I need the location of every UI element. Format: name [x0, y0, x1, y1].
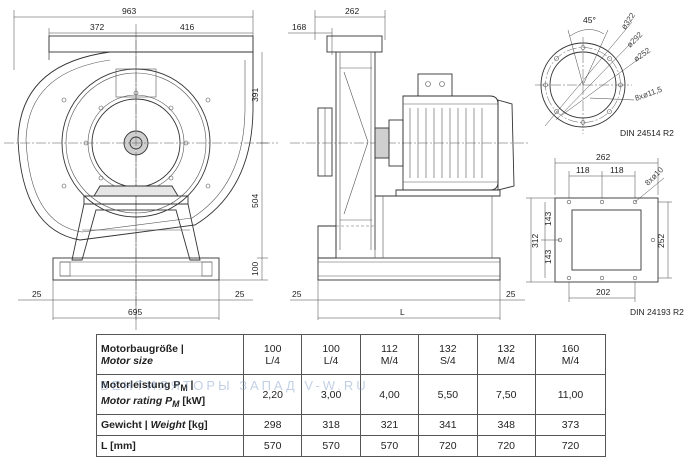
outlet-flange-detail: 262 118 118 8xø10 312 143 143 252: [526, 152, 684, 317]
table-cell: 4,00: [359, 374, 420, 415]
dim-side-left-offset: 25: [292, 289, 302, 299]
dim-inner-height: 252: [656, 234, 666, 248]
table-cell: 348: [476, 414, 536, 436]
dim-upper-height: 391: [250, 88, 260, 102]
dim-inner-width: 202: [596, 287, 610, 297]
table-row-weight: Gewicht | Weight [kg] 298 318 321 341 34…: [96, 414, 607, 436]
dim-angle: 45°: [583, 15, 596, 25]
row-header: L [mm]: [96, 435, 244, 457]
dim-side-right-offset: 25: [506, 289, 516, 299]
inlet-flange-detail: 45° ø322 ø292 ø252 8xø11,5 DIN 24514 R2: [535, 11, 674, 138]
dim-half-right: 118: [610, 165, 624, 175]
dim-overall-width: 963: [122, 6, 136, 16]
front-view: 963 372 416: [4, 6, 278, 330]
dim-outlet-width: 262: [345, 6, 359, 16]
dim-left: 372: [90, 22, 104, 32]
din-standard-round: DIN 24514 R2: [620, 128, 674, 138]
table-cell: 570: [359, 435, 420, 457]
table-cell: 720: [476, 435, 536, 457]
table-cell: 321: [359, 414, 420, 436]
dim-half-left: 118: [576, 165, 590, 175]
dim-right-offset: 25: [235, 289, 245, 299]
table-cell: 373: [534, 414, 607, 436]
row-header: Motorbaugröße | Motor size: [96, 334, 244, 375]
dim-left-offset: 25: [32, 289, 42, 299]
dim-lower-height: 504: [250, 194, 260, 208]
table-cell: 7,50: [476, 374, 536, 415]
dim-base-height: 100: [250, 262, 260, 276]
dim-right: 416: [180, 22, 194, 32]
technical-drawing: 963 372 416: [4, 6, 684, 330]
table-cell: 720: [534, 435, 607, 457]
table-cell: 341: [418, 414, 478, 436]
dim-outlet-height: 312: [530, 234, 540, 248]
dim-flange-depth: 168: [292, 22, 306, 32]
table-cell: 11,00: [534, 374, 607, 415]
table-cell: 570: [242, 435, 303, 457]
dim-d3: ø252: [632, 45, 653, 63]
din-standard-square: DIN 24193 R2: [630, 307, 684, 317]
table-cell: 5,50: [418, 374, 478, 415]
side-view: 168 262: [288, 6, 530, 320]
table-cell: 318: [301, 414, 361, 436]
table-row-length: L [mm] 570 570 570 720 720 720: [96, 435, 607, 457]
dim-holes-round: 8xø11,5: [634, 85, 664, 103]
dim-holes-square: 8xø10: [643, 165, 665, 187]
dim-lower-half: 143: [543, 250, 553, 264]
dim-outlet-flange-width: 262: [596, 152, 610, 162]
table-cell: 570: [301, 435, 361, 457]
table-cell: 720: [418, 435, 478, 457]
dim-d1: ø322: [619, 11, 637, 32]
row-header: Gewicht | Weight [kg]: [96, 414, 244, 436]
row-header: Motorleistung PM | Motor rating PM [kW]: [96, 374, 244, 415]
dim-length: L: [400, 307, 405, 317]
dim-d2: ø292: [625, 30, 645, 50]
table-cell: 3,00: [301, 374, 361, 415]
table-cell: 298: [242, 414, 303, 436]
table-row-motor-rating: Motorleistung PM | Motor rating PM [kW] …: [96, 374, 607, 415]
table-cell: 2,20: [242, 374, 303, 415]
dim-base-width: 695: [128, 307, 142, 317]
dim-upper-half: 143: [543, 212, 553, 226]
